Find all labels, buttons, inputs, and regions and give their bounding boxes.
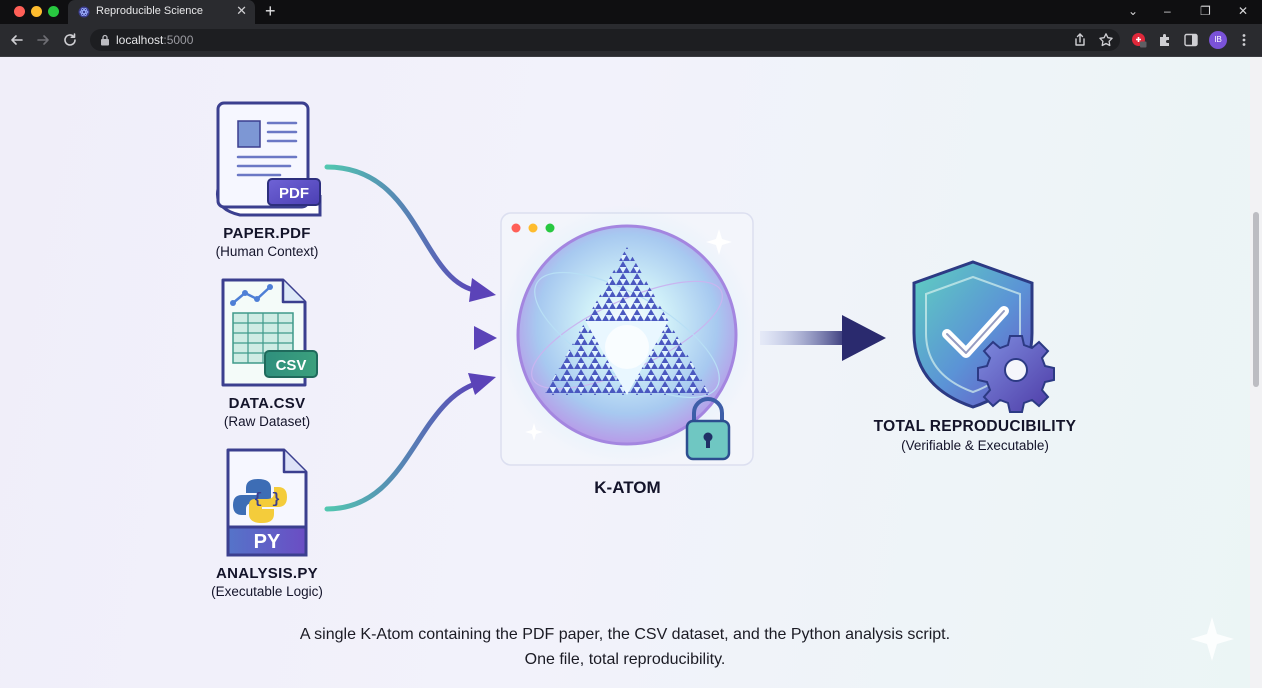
output-sublabel: (Verifiable & Executable) xyxy=(901,438,1049,453)
close-window-button[interactable] xyxy=(14,6,25,17)
pdf-sublabel: (Human Context) xyxy=(215,244,319,259)
output-label: TOTAL REPRODUCIBILITY (Verifiable & Exec… xyxy=(855,418,1095,453)
close-icon[interactable]: ✕ xyxy=(1238,4,1249,18)
sparkle-icon xyxy=(1190,617,1234,661)
pdf-input-label: PAPER.PDF (Human Context) xyxy=(187,225,347,259)
sparkle-icon xyxy=(525,229,732,441)
minimize-window-button[interactable] xyxy=(31,6,42,17)
python-script-icon xyxy=(226,448,308,557)
extension-badge-icon[interactable] xyxy=(1131,32,1147,48)
reload-icon[interactable] xyxy=(61,31,79,49)
pdf-document-icon xyxy=(215,101,322,217)
py-input-label: ANALYSIS.PY (Executable Logic) xyxy=(187,565,347,599)
side-panel-icon[interactable] xyxy=(1183,32,1199,48)
csv-label: DATA.CSV xyxy=(228,395,306,412)
atom-favicon-icon xyxy=(78,6,90,18)
page-content: PDF CSV { } PY xyxy=(0,57,1250,688)
shield-check-gear-icon xyxy=(912,260,1055,413)
zoom-window-button[interactable] xyxy=(48,6,59,17)
restore-icon[interactable]: ❐ xyxy=(1200,4,1211,18)
output-title: TOTAL REPRODUCIBILITY xyxy=(873,418,1077,435)
extensions-puzzle-icon[interactable] xyxy=(1157,32,1173,48)
padlock-icon xyxy=(685,397,731,461)
arrow-from-csv xyxy=(324,326,497,350)
lock-icon[interactable] xyxy=(100,34,110,46)
share-icon[interactable] xyxy=(1072,32,1088,48)
diagram-canvas: PDF CSV { } PY xyxy=(215,101,1234,661)
pdf-badge-text: PDF xyxy=(279,185,309,202)
minimize-icon[interactable]: – xyxy=(1164,4,1171,18)
csv-input-label: DATA.CSV (Raw Dataset) xyxy=(187,395,347,429)
k-atom-label: K-ATOM xyxy=(594,478,661,497)
arrow-to-output xyxy=(760,315,886,361)
csv-badge-text: CSV xyxy=(276,357,307,374)
caption-line-2: One file, total reproducibility. xyxy=(524,651,726,668)
address-bar[interactable]: localhost:5000 xyxy=(90,29,1120,51)
python-braces-glyph: { } xyxy=(253,491,280,508)
tab-title: Reproducible Science xyxy=(96,5,204,17)
py-sublabel: (Executable Logic) xyxy=(211,584,323,599)
arrow-from-py xyxy=(324,373,496,512)
tab-strip: Reproducible Science ✕ + ⌄ – ❐ ✕ xyxy=(0,0,1262,24)
kebab-menu-icon[interactable] xyxy=(1236,32,1252,48)
sierpinski-sphere-icon xyxy=(497,205,757,465)
pdf-label: PAPER.PDF xyxy=(223,225,311,242)
py-label: ANALYSIS.PY xyxy=(216,565,318,582)
arrow-from-pdf xyxy=(324,164,496,302)
csv-spreadsheet-icon xyxy=(221,278,318,387)
url-port: :5000 xyxy=(163,33,194,47)
profile-avatar[interactable]: IB xyxy=(1209,31,1227,49)
page-scrollbar[interactable] xyxy=(1250,57,1262,688)
browser-toolbar: localhost:5000 IB xyxy=(0,24,1262,57)
forward-arrow-icon[interactable] xyxy=(34,31,52,49)
bookmark-star-icon[interactable] xyxy=(1098,32,1114,48)
csv-sublabel: (Raw Dataset) xyxy=(223,414,311,429)
browser-tab[interactable]: Reproducible Science ✕ xyxy=(68,0,255,24)
new-tab-button[interactable]: + xyxy=(265,1,276,21)
tab-search-chevron-icon[interactable]: ⌄ xyxy=(1128,4,1139,18)
back-arrow-icon[interactable] xyxy=(8,31,26,49)
py-badge-text: PY xyxy=(254,531,281,553)
scrollbar-thumb[interactable] xyxy=(1253,212,1259,387)
url-text[interactable]: localhost:5000 xyxy=(116,33,193,47)
caption-line-1: A single K-Atom containing the PDF paper… xyxy=(299,626,951,643)
tab-close-icon[interactable]: ✕ xyxy=(236,3,247,18)
url-host: localhost xyxy=(116,33,164,47)
